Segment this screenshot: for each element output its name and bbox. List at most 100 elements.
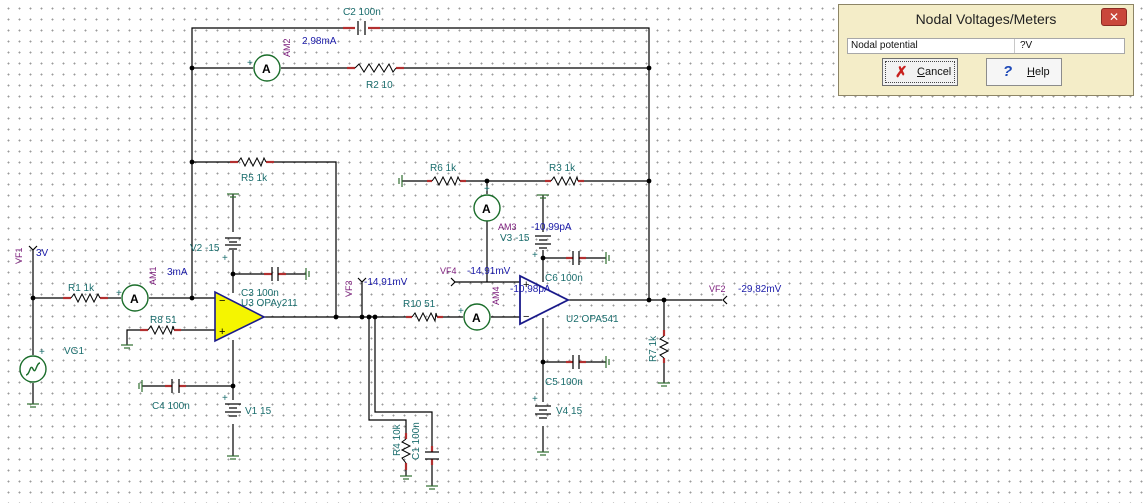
resistor-r1[interactable] — [63, 292, 108, 304]
label-r1: R1 1k — [68, 283, 95, 294]
svg-text:−: − — [523, 311, 529, 323]
question-icon: ? — [1003, 63, 1013, 80]
svg-text:−: − — [219, 295, 225, 307]
cancel-button[interactable]: ✗ Cancel — [882, 58, 958, 86]
signal-generator-vg1[interactable]: + — [19, 347, 47, 383]
svg-text:+: + — [532, 394, 538, 405]
meter-readings: 2,98mA 3mA 3V -14,91mV -14,91mV -10,99pA… — [36, 36, 782, 295]
label-vf2: VF2 — [709, 284, 726, 294]
nodal-potential-field: Nodal potential ?V — [847, 38, 1125, 54]
voltage-pin-vf3[interactable] — [357, 277, 367, 317]
resistor-r2[interactable] — [347, 62, 404, 73]
svg-text:+: + — [39, 347, 45, 358]
svg-text:+: + — [523, 279, 529, 291]
label-r2: R2 10 — [366, 80, 393, 91]
label-am2: AM2 — [282, 38, 292, 57]
label-r10: R10 51 — [403, 299, 436, 310]
help-button[interactable]: ? Help — [986, 58, 1062, 86]
capacitor-c1[interactable] — [425, 446, 439, 465]
opamp-u2[interactable]: + − — [519, 274, 571, 326]
reading-am1: 3mA — [167, 267, 188, 278]
focus-rect — [885, 61, 955, 83]
label-r4: R4 10k — [392, 423, 403, 456]
wires — [32, 27, 722, 486]
label-c6: C6 100n — [545, 273, 583, 284]
svg-text:+: + — [484, 184, 490, 195]
svg-text:+: + — [222, 253, 228, 264]
ammeter-am4[interactable]: A + — [458, 303, 491, 331]
label-r6: R6 1k — [430, 163, 457, 174]
close-icon: ✕ — [1108, 10, 1120, 24]
reading-vf3: -14,91mV — [364, 277, 408, 288]
label-v3: V3 -15 — [500, 233, 530, 244]
label-v4: V4 15 — [556, 406, 583, 417]
label-r5: R5 1k — [241, 173, 268, 184]
dialog-title: Nodal Voltages/Meters — [915, 11, 1057, 27]
label-c1: C1 100n — [411, 422, 422, 460]
label-v1: V1 15 — [245, 406, 272, 417]
capacitor-c5[interactable] — [566, 355, 586, 369]
reading-am3: -10,99pA — [531, 222, 572, 233]
x-icon: ✗ — [895, 64, 908, 81]
svg-text:A: A — [472, 311, 481, 325]
battery-v2[interactable]: + — [222, 237, 241, 264]
resistor-r5[interactable] — [230, 156, 274, 168]
label-u3: U3 OPAy211 — [241, 298, 298, 309]
resistor-r3[interactable] — [545, 175, 584, 187]
battery-v4[interactable]: + — [532, 394, 551, 419]
svg-text:A: A — [482, 202, 491, 216]
label-am1: AM1 — [148, 266, 158, 285]
label-c3: C3 100n — [241, 288, 279, 299]
label-r3: R3 1k — [549, 163, 576, 174]
svg-text:+: + — [222, 393, 228, 404]
svg-text:+: + — [116, 288, 122, 299]
battery-v1[interactable]: + — [222, 393, 241, 417]
field-label: Nodal potential — [851, 40, 918, 51]
label-v2: V2 -15 — [190, 243, 220, 254]
cancel-label: Cancel — [917, 66, 952, 78]
capacitor-c4[interactable] — [165, 379, 186, 393]
svg-text:+: + — [247, 58, 253, 69]
junction-nodes — [30, 65, 667, 389]
field-separator — [1014, 39, 1015, 53]
opamp-u3[interactable]: − + — [214, 290, 266, 343]
resistor-r4[interactable] — [400, 433, 412, 470]
svg-text:+: + — [458, 306, 464, 317]
reading-am4: -10,98pA — [510, 284, 551, 295]
label-r8: R8 51 — [150, 315, 177, 326]
close-button[interactable]: ✕ — [1101, 8, 1127, 26]
ammeter-am3[interactable]: A + — [473, 184, 501, 222]
ground-symbols — [27, 175, 670, 490]
nodal-voltages-dialog[interactable]: Nodal Voltages/Meters ✕ Nodal potential … — [838, 4, 1134, 96]
battery-v3[interactable]: + — [532, 235, 551, 261]
help-label: Help — [1027, 66, 1050, 78]
svg-text:A: A — [262, 62, 271, 76]
resistor-r6[interactable] — [427, 175, 466, 187]
label-c5: C5 100n — [545, 377, 583, 388]
capacitor-c2[interactable] — [343, 21, 380, 35]
resistor-r8[interactable] — [140, 324, 181, 336]
resistor-r7[interactable] — [658, 330, 670, 363]
voltage-pin-vf2[interactable] — [722, 295, 728, 305]
voltage-pin-vf1[interactable] — [28, 245, 38, 258]
capacitor-c3[interactable] — [264, 267, 286, 281]
label-vf1: VF1 — [14, 247, 24, 264]
component-labels: C2 100n AM2 R2 10 R5 1k R6 1k R3 1k AM3 … — [14, 7, 726, 460]
label-c2: C2 100n — [343, 7, 381, 18]
label-vf3: VF3 — [344, 280, 354, 297]
capacitor-c6[interactable] — [566, 251, 586, 265]
label-vg1: VG1 — [64, 346, 84, 357]
label-r7: R7 1k — [648, 335, 659, 362]
label-u2: U2 OPA541 — [566, 314, 619, 325]
reading-vf4: -14,91mV — [467, 266, 511, 277]
voltage-pin-vf4[interactable] — [450, 277, 456, 287]
ammeter-am2[interactable]: A + — [247, 54, 281, 82]
svg-text:A: A — [130, 292, 139, 306]
reading-vf2: -29,82mV — [738, 284, 782, 295]
resistor-r10[interactable] — [406, 311, 443, 323]
ammeter-am1[interactable]: A + — [116, 284, 149, 312]
label-am3: AM3 — [498, 222, 517, 232]
label-am4: AM4 — [491, 286, 501, 305]
reading-vf1: 3V — [36, 248, 49, 259]
